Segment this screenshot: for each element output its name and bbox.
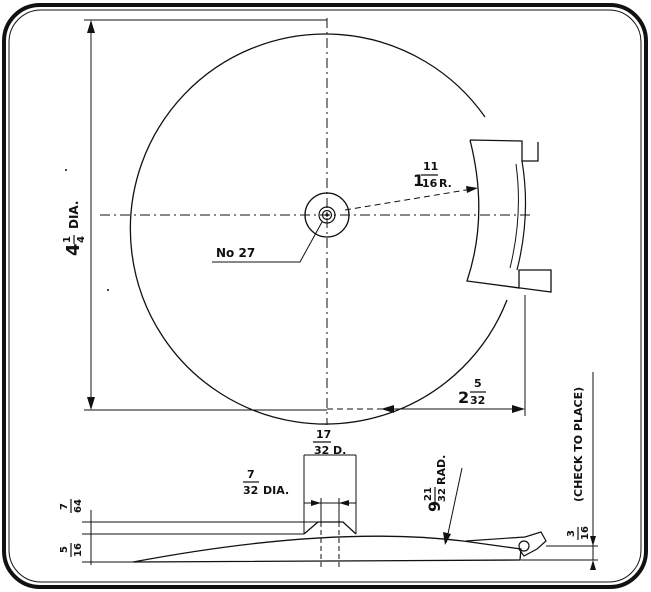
- tab-arrow-top: [590, 536, 596, 546]
- svg-text:D.: D.: [333, 444, 346, 457]
- rivet-hole-center: [325, 213, 329, 217]
- radius-arrowhead: [466, 186, 478, 193]
- diameter-arrow-bottom: [87, 397, 95, 410]
- dome-radius-label: 9 21 32 RAD.: [423, 455, 448, 512]
- svg-text:DIA.: DIA.: [67, 201, 81, 230]
- svg-text:32: 32: [470, 394, 485, 407]
- stray-mark: [107, 289, 109, 291]
- hole-arrow-right: [339, 500, 349, 506]
- svg-text:RAD.: RAD.: [435, 455, 448, 485]
- svg-text:R.: R.: [439, 177, 452, 190]
- svg-text:32: 32: [437, 488, 448, 502]
- boss-profile: [303, 521, 357, 535]
- svg-text:64: 64: [73, 499, 84, 513]
- disc-thickness-label: 5 16: [59, 543, 84, 557]
- svg-text:11: 11: [423, 160, 438, 173]
- svg-text:3: 3: [566, 530, 577, 537]
- hinge-lug-inner-edge-2: [509, 163, 519, 269]
- radius-label: 1 11 16 R.: [413, 160, 452, 190]
- hole-arrow-left: [311, 500, 321, 506]
- svg-text:17: 17: [316, 428, 331, 441]
- disc-profile: [132, 535, 522, 563]
- svg-text:1: 1: [62, 236, 73, 243]
- svg-text:4: 4: [76, 236, 87, 243]
- offset-arrow-right: [512, 405, 525, 413]
- svg-text:9: 9: [425, 501, 444, 512]
- hinge-side: [465, 531, 547, 557]
- svg-text:5: 5: [474, 377, 482, 390]
- svg-text:DIA.: DIA.: [263, 484, 289, 497]
- boss-inner-circle: [321, 209, 333, 221]
- dome-radius-arrow: [443, 532, 451, 545]
- boss-middle-circle: [318, 206, 336, 224]
- boss-label: 17 32 D.: [313, 428, 346, 457]
- svg-text:4: 4: [63, 243, 84, 256]
- radius-leader: [344, 188, 473, 211]
- rivet-leader: [212, 221, 323, 263]
- svg-text:21: 21: [423, 487, 434, 501]
- svg-text:16: 16: [73, 543, 84, 557]
- svg-text:16: 16: [422, 177, 438, 190]
- hinge-lug-inner-edge: [516, 160, 527, 271]
- svg-text:32: 32: [243, 484, 258, 497]
- diameter-arrow-top: [87, 20, 95, 33]
- boss-outer-circle: [304, 192, 350, 238]
- svg-text:(CHECK TO PLACE): (CHECK TO PLACE): [572, 387, 585, 502]
- dome-radius-leader: [445, 467, 463, 544]
- boss-height-label: 7 64: [59, 499, 84, 513]
- svg-text:7: 7: [247, 468, 255, 481]
- tab-arrow-bottom: [590, 560, 596, 570]
- svg-text:16: 16: [580, 526, 591, 540]
- svg-text:5: 5: [59, 546, 70, 553]
- tab-dimension-label: 3 16 (CHECK TO PLACE): [566, 387, 591, 540]
- offset-label: 2 5 32: [458, 377, 486, 407]
- hole-label: 7 32 DIA.: [243, 468, 289, 497]
- hinge-pin: [518, 540, 530, 552]
- drawing-frame: [2, 3, 648, 589]
- svg-text:7: 7: [59, 503, 70, 510]
- offset-arrow-left: [381, 405, 394, 413]
- diameter-label: 4 1 4 DIA.: [62, 201, 87, 257]
- plan-view: [84, 18, 552, 425]
- rivet-label: No 27: [216, 246, 255, 260]
- side-view: [82, 372, 598, 570]
- stray-mark: [65, 169, 67, 171]
- svg-text:32: 32: [314, 444, 329, 457]
- svg-text:2: 2: [458, 388, 469, 407]
- svg-text:1: 1: [413, 171, 424, 190]
